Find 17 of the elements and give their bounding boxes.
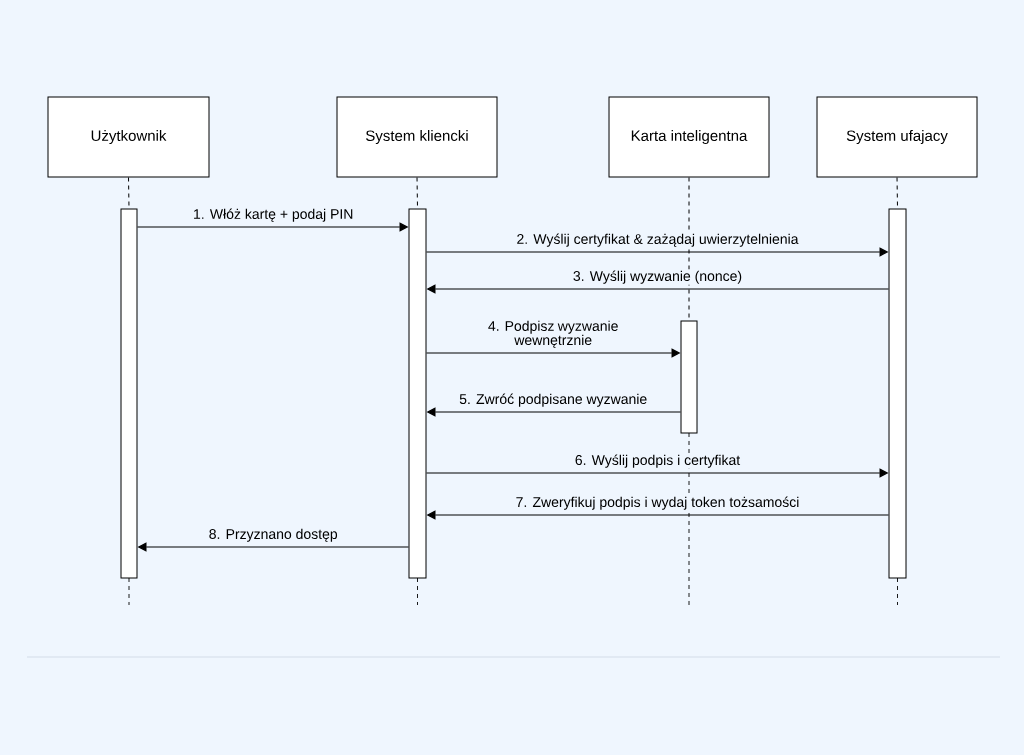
arrow xyxy=(427,407,681,417)
participant-box: System ufajacy xyxy=(816,96,978,178)
activation-bar xyxy=(680,320,698,434)
participant-box: Użytkownik xyxy=(47,96,210,178)
arrow xyxy=(426,247,888,257)
arrow xyxy=(426,468,888,478)
arrow xyxy=(426,348,680,358)
activation-bar xyxy=(120,208,138,579)
arrow xyxy=(427,284,889,294)
arrow xyxy=(137,222,408,232)
arrow xyxy=(138,542,409,552)
activation-bar xyxy=(888,208,907,579)
edge-label: 4. Podpisz wyzwanie wewnętrznie xyxy=(477,319,630,349)
participant-box: System kliencki xyxy=(336,96,498,178)
arrow xyxy=(427,510,889,520)
participant-box: Karta inteligentna xyxy=(608,96,770,178)
activation-bar xyxy=(408,208,427,579)
